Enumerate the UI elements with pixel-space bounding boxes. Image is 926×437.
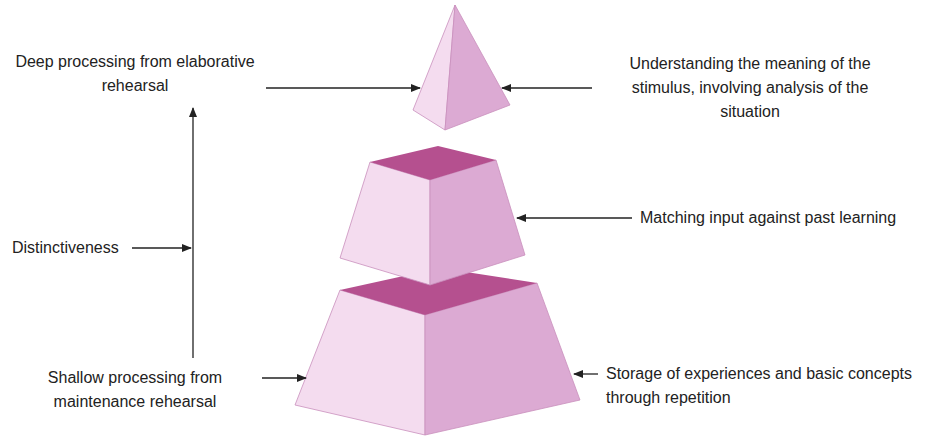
tier-face (295, 290, 425, 435)
level-label: Shallow processing from maintenance rehe… (10, 366, 260, 414)
tier-face (430, 160, 525, 285)
leader-arrow (517, 217, 632, 218)
level-label: Deep processing from elaborative rehears… (10, 50, 260, 98)
description-label: Understanding the meaning of the stimulu… (600, 52, 900, 124)
progression-arrow (192, 108, 193, 358)
leader-arrow (574, 373, 598, 374)
tier-top (370, 146, 496, 180)
tier-face (445, 5, 510, 130)
leader-arrow (262, 377, 306, 378)
tier-face (340, 162, 430, 285)
axis-label: Distinctiveness (12, 236, 130, 260)
description-label: Matching input against past learning (640, 206, 920, 230)
leader-arrow (132, 247, 191, 248)
description-label: Storage of experiences and basic concept… (606, 362, 916, 410)
leader-arrow (266, 87, 420, 88)
leader-arrow (502, 87, 592, 88)
